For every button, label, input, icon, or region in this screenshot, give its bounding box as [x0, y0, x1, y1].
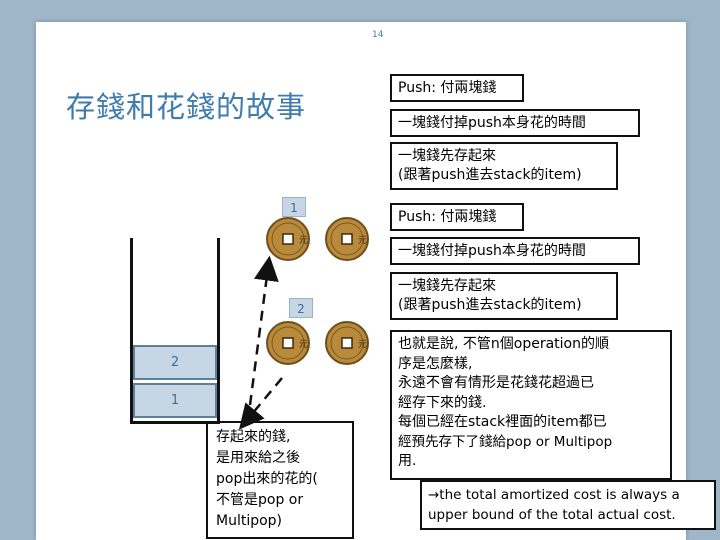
coin-label-1: 1: [282, 197, 306, 217]
svg-text:元: 元: [358, 340, 367, 350]
explanation-line: 序是怎麼樣,: [398, 355, 473, 372]
stack-item-bottom: 1: [133, 383, 217, 418]
push-title-box-1: Push: 付兩塊錢: [390, 74, 524, 102]
stack-container: [130, 238, 220, 424]
push-save-text-1a: 一塊錢先存起來: [398, 148, 496, 164]
push-spend-box-2: 一塊錢付掉push本身花的時間: [390, 237, 640, 265]
saved-money-box: 存起來的錢, 是用來給之後 pop出來的花的( 不管是pop or Multip…: [206, 421, 354, 539]
explanation-line: 永遠不會有情形是花錢花超過已: [398, 375, 594, 391]
push-save-box-2: 一塊錢先存起來 (跟著push進去stack的item): [390, 272, 618, 320]
diagonal-arrow: [238, 377, 283, 430]
push-spend-text-1: 一塊錢付掉push本身花的時間: [398, 115, 586, 131]
push-save-text-2b: (跟著push進去stack的item): [398, 297, 582, 313]
conclusion-box: →the total amortized cost is always a up…: [420, 480, 716, 530]
saved-money-line: 是用來給之後: [216, 450, 300, 466]
svg-text:元: 元: [358, 236, 367, 246]
push-save-box-1: 一塊錢先存起來 (跟著push進去stack的item): [390, 142, 618, 190]
push-title-text-2: Push: 付兩塊錢: [398, 209, 497, 225]
saved-money-line: pop出來的花的(: [216, 471, 318, 487]
push-spend-text-2: 一塊錢付掉push本身花的時間: [398, 243, 586, 259]
explanation-line: 也就是說, 不管n個operation的順: [398, 336, 609, 352]
explanation-line: 用.: [398, 453, 417, 469]
explanation-line: 每個已經在stack裡面的item都已: [398, 414, 607, 430]
explanation-box: 也就是說, 不管n個operation的順 序是怎麼樣, 永遠不會有情形是花錢花…: [390, 330, 672, 480]
saved-money-line: Multipop): [216, 513, 283, 529]
svg-text:元: 元: [299, 236, 308, 246]
push-title-box-2: Push: 付兩塊錢: [390, 203, 524, 231]
coin-icon: 元: [325, 217, 369, 261]
coin-label-2: 2: [289, 298, 313, 318]
svg-text:元: 元: [299, 340, 308, 350]
push-spend-box-1: 一塊錢付掉push本身花的時間: [390, 109, 640, 137]
coin-icon: 元: [266, 321, 310, 365]
conclusion-line-1: →the total amortized cost is always a: [428, 487, 680, 503]
coin-icon: 元: [266, 217, 310, 261]
push-title-text-1: Push: 付兩塊錢: [398, 80, 497, 96]
push-save-text-2a: 一塊錢先存起來: [398, 278, 496, 294]
conclusion-line-2: upper bound of the total actual cost.: [428, 507, 676, 523]
saved-money-line: 存起來的錢,: [216, 429, 291, 445]
saved-money-line: 不管是pop or: [216, 492, 304, 508]
stack-item-top: 2: [133, 345, 217, 380]
up-arrow: [248, 255, 279, 406]
explanation-line: 經存下來的錢.: [398, 394, 487, 411]
push-save-text-1b: (跟著push進去stack的item): [398, 167, 582, 183]
slide-title: 存錢和花錢的故事: [66, 90, 307, 124]
page-number: 14: [372, 30, 384, 40]
explanation-line: 經預先存下了錢給pop or Multipop: [398, 433, 613, 450]
coin-icon: 元: [325, 321, 369, 365]
